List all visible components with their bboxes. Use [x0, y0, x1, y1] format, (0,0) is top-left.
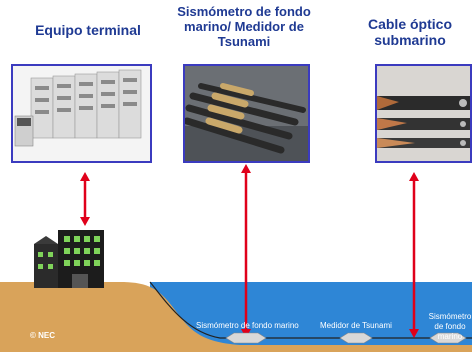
optical-cable-photo	[375, 64, 472, 163]
title-seismometer-tsunami: Sismómetro de fondo marino/ Medidor de T…	[177, 4, 311, 49]
title-submarine-cable: Cable óptico submarino	[367, 16, 452, 48]
label-seismometer-1: Sismómetro de fondo marino	[196, 321, 299, 330]
nec-brand: © NEC	[30, 331, 56, 340]
title-terminal-equipment: Equipo terminal	[35, 22, 141, 38]
submarine-cable	[149, 281, 472, 339]
seismometer-device-2	[429, 332, 467, 344]
seismometer-device-1	[225, 332, 267, 344]
land-and-seabed	[0, 282, 472, 352]
label-seismometer-2: Sismómetro de fondo marino	[428, 312, 472, 341]
label-tsunami-meter: Medidor de Tsunami	[320, 321, 392, 330]
seismometer-photo	[183, 64, 310, 163]
arrow-terminal-building	[80, 172, 90, 226]
tsunami-meter-device	[339, 332, 373, 344]
building-icon	[34, 230, 104, 288]
arrow-cable	[409, 172, 419, 338]
terminal-equipment-photo	[11, 64, 152, 163]
